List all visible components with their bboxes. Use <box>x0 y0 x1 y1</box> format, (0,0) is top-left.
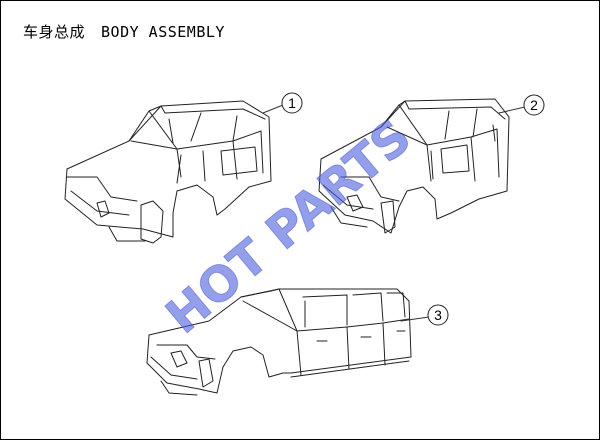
callout-1-circle <box>281 92 303 114</box>
double-cab-body-shell-icon <box>318 98 510 234</box>
cab-body-shell-icon <box>64 100 272 244</box>
callout-3-circle <box>427 304 449 326</box>
page-title: 车身总成 BODY ASSEMBLY <box>23 21 225 42</box>
title-english: BODY ASSEMBLY <box>101 23 225 41</box>
callout-2-label: 2 <box>530 97 538 113</box>
title-chinese: 车身总成 <box>23 23 86 41</box>
callout-2-circle <box>523 94 545 116</box>
crew-cab-pickup-body-icon <box>146 288 412 396</box>
callout-1-label: 1 <box>288 95 296 111</box>
callout-3-label: 3 <box>434 307 442 323</box>
